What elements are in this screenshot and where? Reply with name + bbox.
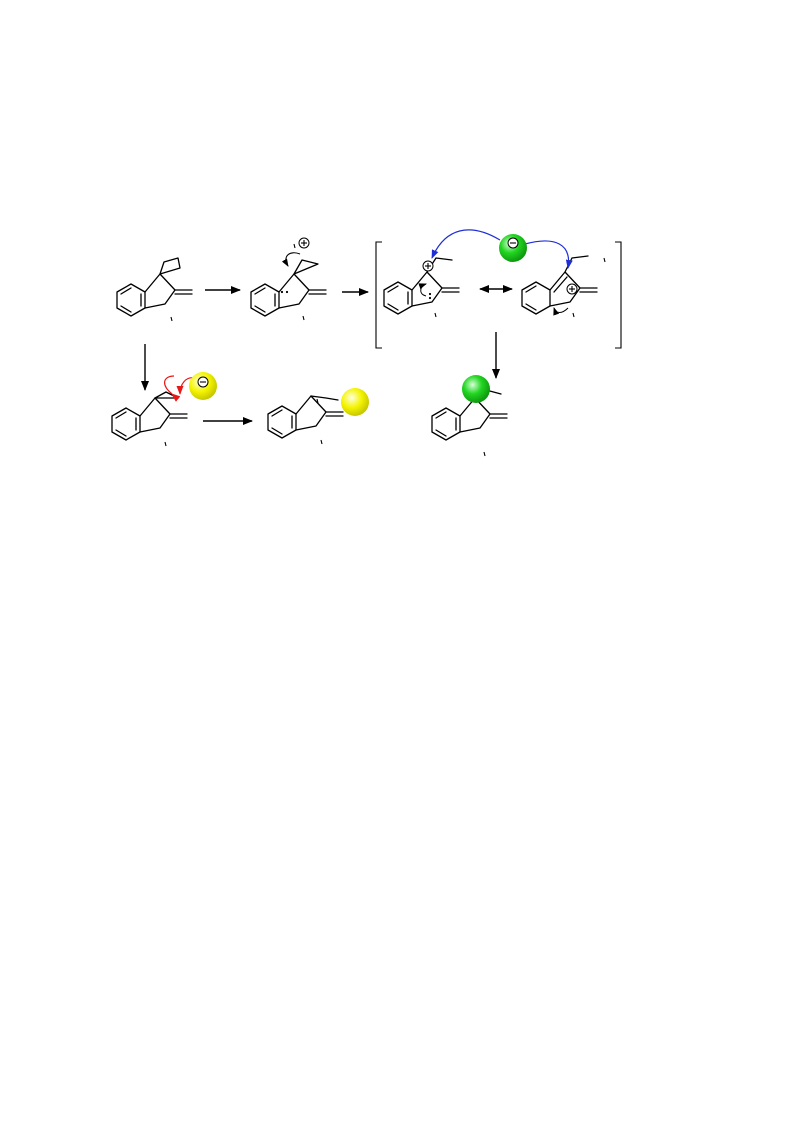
curly-arrow-black xyxy=(281,252,301,267)
yellow-nucleophile-adduct xyxy=(111,372,217,447)
starting-indoline xyxy=(116,257,193,322)
plus-charge-icon xyxy=(566,283,578,295)
resonance-form-a xyxy=(383,257,460,318)
resonance-bracket xyxy=(375,241,622,349)
curly-arrow-red xyxy=(164,375,181,402)
minus-charge-icon xyxy=(197,376,209,388)
green-nucleophile xyxy=(431,229,573,269)
curly-arrow-blue-right xyxy=(524,240,573,269)
curly-arrow-blue-left xyxy=(431,229,501,259)
yellow-substitution-product xyxy=(267,388,369,445)
green-sphere-icon xyxy=(462,375,490,403)
plus-charge-icon xyxy=(298,237,310,249)
ring-opened-intermediate xyxy=(250,237,327,321)
green-substitution-product xyxy=(431,375,508,457)
yellow-sphere-icon xyxy=(341,388,369,416)
resonance-form-b xyxy=(521,255,606,318)
minus-charge-icon xyxy=(507,237,519,249)
plus-charge-icon xyxy=(422,260,434,272)
